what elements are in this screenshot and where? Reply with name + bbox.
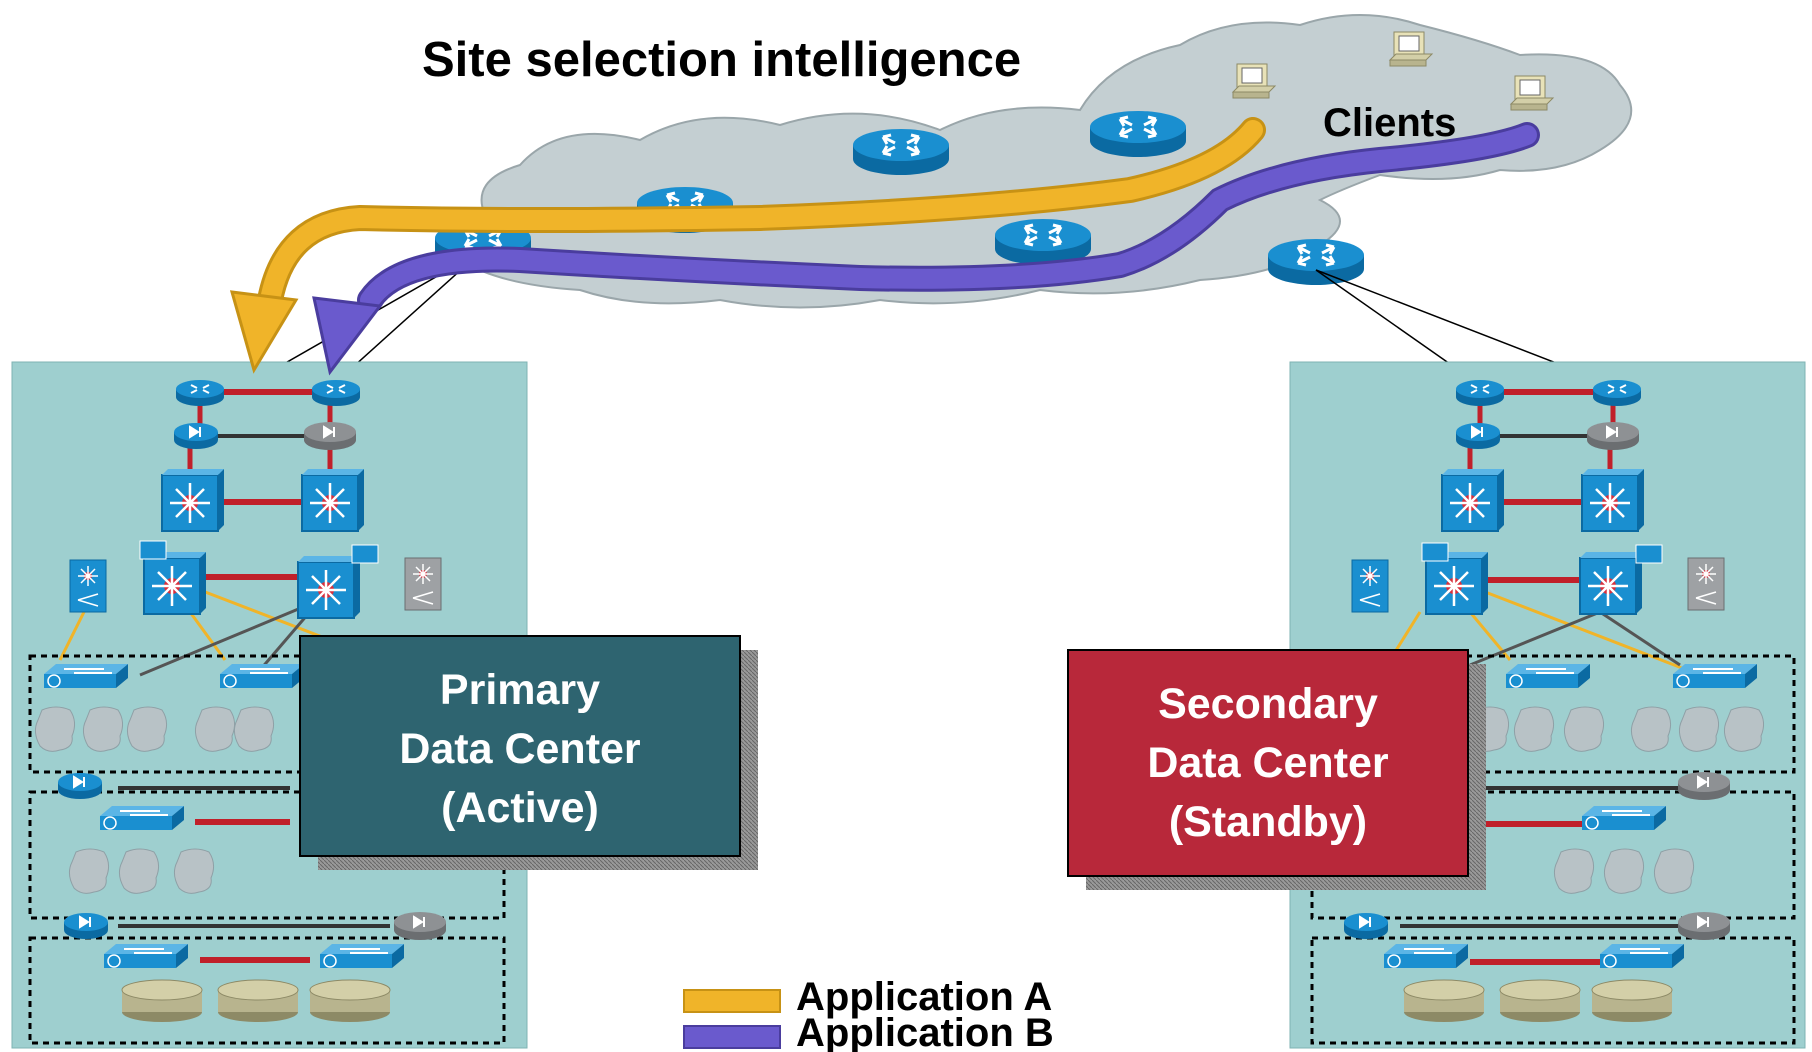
primary-site-devices — [28, 379, 512, 1045]
primary-label-line3: (Active) — [441, 784, 599, 832]
secondary-data-center-label: Secondary Data Center (Standby) — [1067, 649, 1486, 890]
router-icon — [1266, 237, 1366, 287]
wan-cloud — [452, 14, 1633, 309]
router-icon — [851, 127, 951, 177]
legend-label-application-b: Application B — [796, 1011, 1054, 1052]
application-a-path — [229, 117, 1266, 374]
application-b-path — [312, 122, 1540, 376]
legend-swatch-application-b — [683, 1025, 781, 1049]
router-icon — [1088, 109, 1188, 159]
legend-label-application-a: Application A — [796, 975, 1052, 1019]
secondary-label-line1: Secondary — [1158, 680, 1378, 728]
secondary-label-line3: (Standby) — [1169, 798, 1367, 846]
secondary-label-line2: Data Center — [1147, 739, 1389, 787]
primary-label-line2: Data Center — [399, 725, 641, 773]
clients-label: Clients — [1323, 101, 1456, 145]
primary-data-center-label: Primary Data Center (Active) — [299, 635, 758, 870]
legend-swatch-application-a — [683, 989, 781, 1013]
secondary-site-devices — [1310, 379, 1796, 1045]
primary-label-line1: Primary — [440, 666, 600, 714]
legend: Application A Application B — [683, 975, 1054, 1052]
diagram-title: Site selection intelligence — [422, 33, 1021, 87]
